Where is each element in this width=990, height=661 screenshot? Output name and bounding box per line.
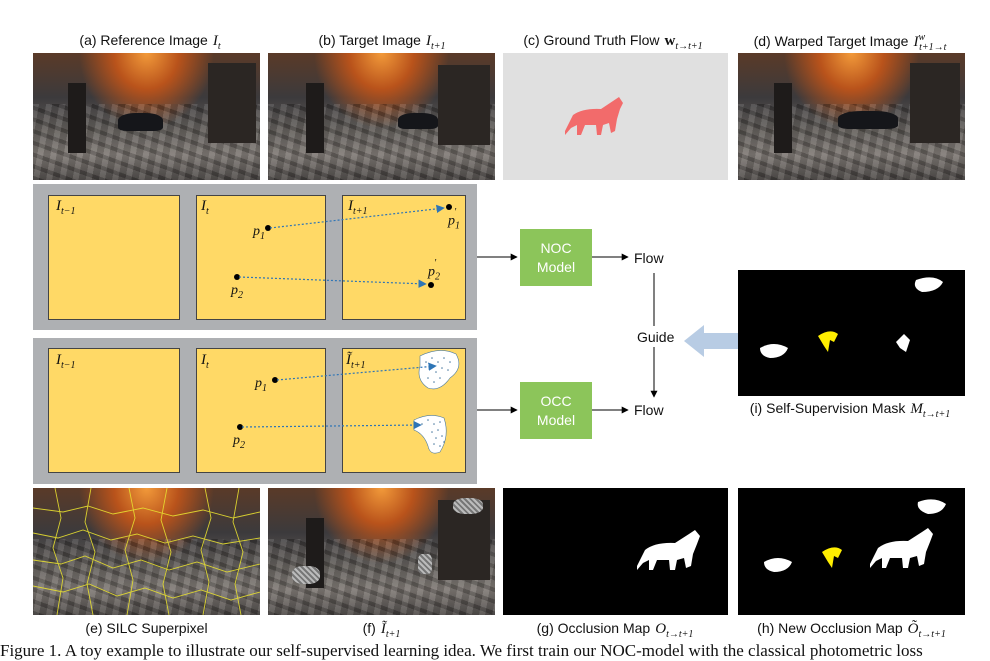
silc-superpixel-image xyxy=(33,488,260,615)
new-occlusion-map xyxy=(738,488,965,615)
flow-label-bottom: Flow xyxy=(634,402,664,418)
caption-f: (f)Ĩt+1 xyxy=(362,620,401,640)
frame-label: It−1 xyxy=(56,198,76,217)
target-image xyxy=(268,53,495,180)
reference-image xyxy=(33,53,260,180)
ground-truth-flow xyxy=(503,53,728,180)
point-label-p1: p1 xyxy=(253,224,265,242)
occlusion-map xyxy=(503,488,728,615)
frame-bottom-t-minus-1 xyxy=(48,348,180,473)
point-label-p1: p1 xyxy=(255,376,267,394)
point-label-p2: p2 xyxy=(233,433,245,451)
frame-label: It−1 xyxy=(56,352,76,371)
flow-label-top: Flow xyxy=(634,250,664,266)
new-target-image xyxy=(268,488,495,615)
frame-bottom-t xyxy=(196,348,326,473)
warped-target-image xyxy=(738,53,965,180)
figure-caption: Figure 1. A toy example to illustrate ou… xyxy=(0,641,923,660)
frame-label: It+1 xyxy=(348,198,368,217)
flow-silhouette xyxy=(565,97,623,135)
self-supervision-mask xyxy=(738,270,965,396)
point-label-p2: p2 xyxy=(231,283,243,301)
guide-arrow-icon xyxy=(684,325,738,357)
frame-label: It xyxy=(201,352,209,371)
frame-label: Ĩt+1 xyxy=(346,352,366,371)
point-label-p1-prime: p1′ xyxy=(448,207,460,232)
point-label-p2-prime: p2′ xyxy=(428,258,440,283)
frame-top-t-minus-1 xyxy=(48,195,180,320)
frame-label: It xyxy=(201,198,209,217)
caption-e: (e) SILC Superpixel xyxy=(85,620,208,636)
guide-label: Guide xyxy=(637,329,675,345)
frame-top-t xyxy=(196,195,326,320)
